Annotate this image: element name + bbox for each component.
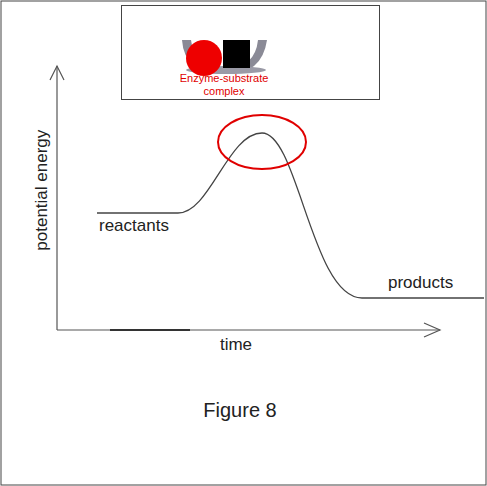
curve-label: products <box>388 273 453 293</box>
substrate-circle <box>186 40 222 76</box>
inset-box: Enzyme-substrate complex <box>121 5 380 100</box>
substrate-square <box>223 40 250 68</box>
axis-mark <box>110 329 190 331</box>
energy-curve <box>97 133 484 298</box>
axes <box>50 66 440 337</box>
axis-label: potential energy <box>32 130 52 251</box>
peak-highlight <box>218 115 306 169</box>
axis-label: time <box>220 335 252 355</box>
box-label: Enzyme-substrate complex <box>174 72 274 98</box>
curve-label: reactants <box>99 216 169 236</box>
figure-caption: Figure 8 <box>203 399 276 422</box>
